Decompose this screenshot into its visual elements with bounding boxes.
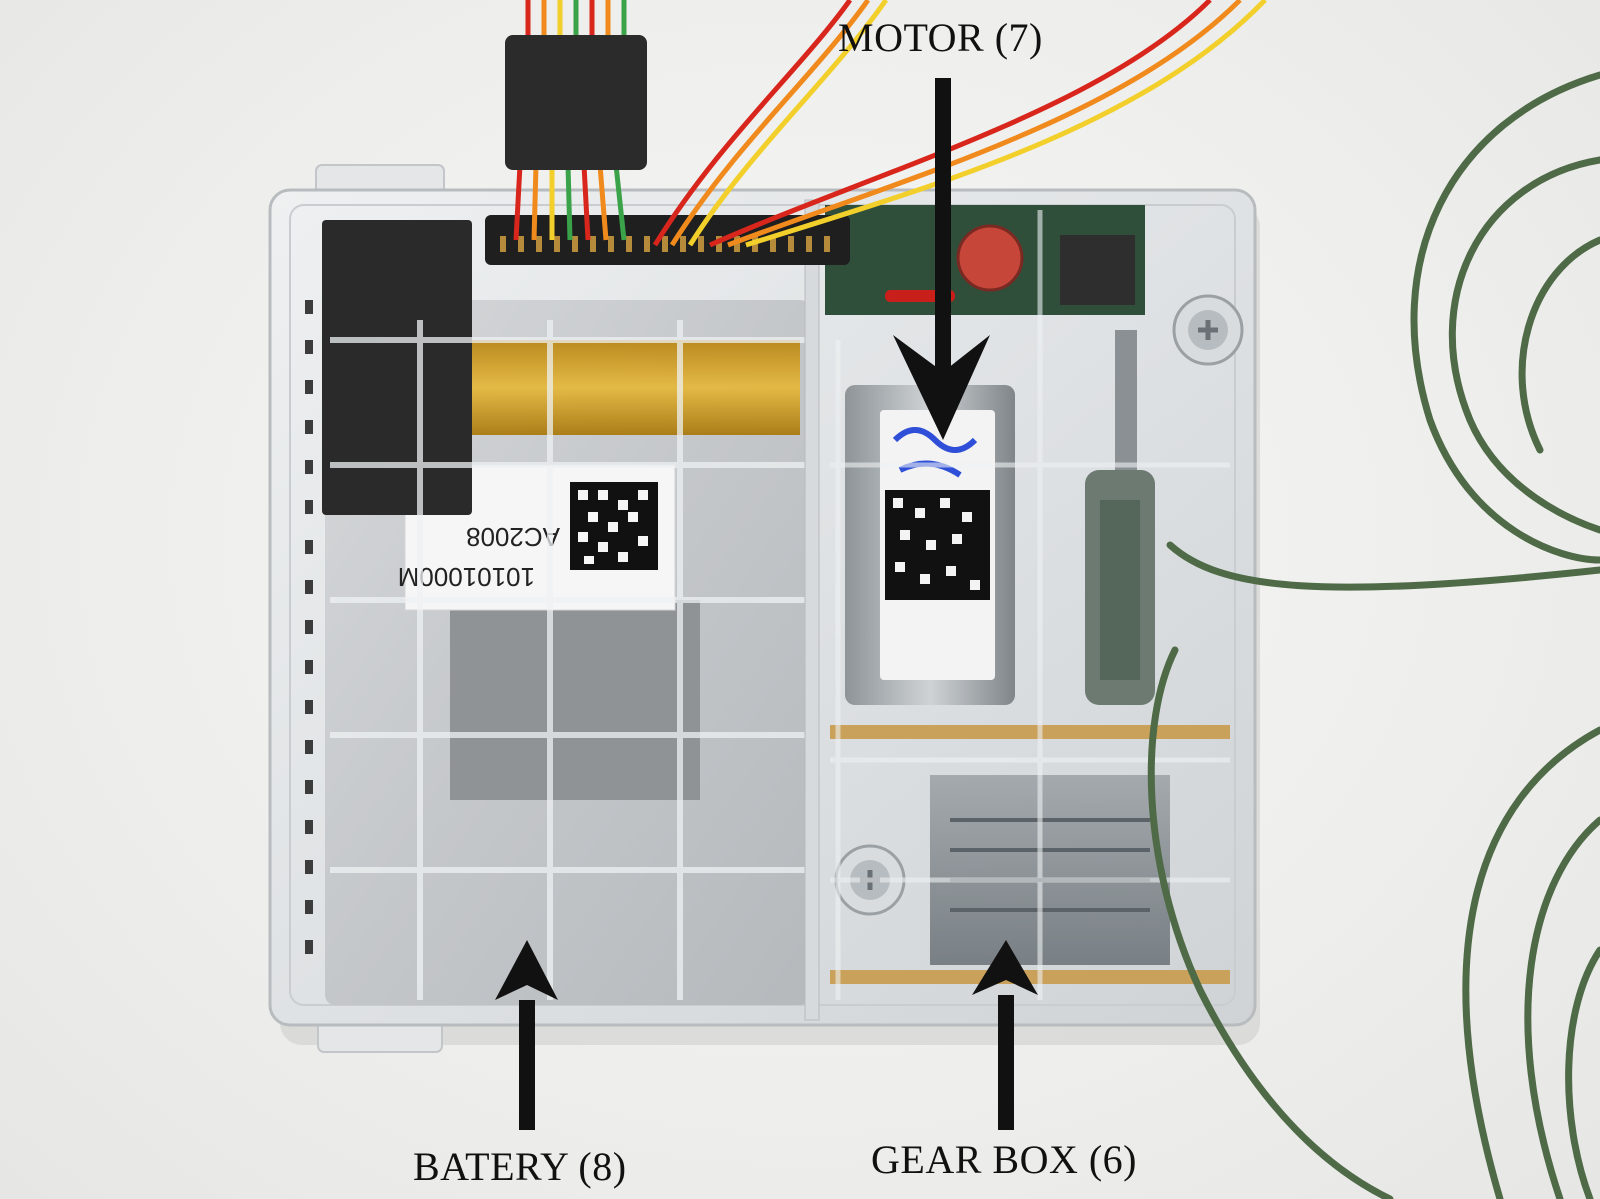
sticker-line2: AC2008: [466, 522, 560, 552]
wire-bundle-right: [652, 0, 1267, 248]
pcb-chip: [1060, 235, 1135, 305]
battery-arrow: [495, 940, 558, 1130]
gearbox-plate-bottom: [830, 970, 1230, 984]
motor-arrow: [893, 78, 990, 440]
heat-shrink-sleeve: [505, 35, 647, 170]
screw-top-right: [1172, 294, 1244, 366]
foam-pad: [322, 220, 472, 515]
pcb-potentiometer: [956, 224, 1024, 292]
gearbox-callout-label: GEAR BOX (6): [871, 1137, 1137, 1182]
gearbox-body: [930, 775, 1170, 965]
battery-callout-label: BATERY (8): [413, 1144, 627, 1189]
battery-grey-pad: [450, 600, 700, 800]
gearbox-arrow: [972, 940, 1038, 1130]
battery-kapton-tape: [470, 340, 800, 435]
case-divider: [804, 199, 820, 1021]
gearbox-plate-top: [830, 725, 1230, 739]
case-grid-ribs: [330, 320, 805, 1000]
motor-callout-label: MOTOR (7): [838, 15, 1043, 60]
green-cord: [1147, 71, 1600, 1199]
wire-bundle-left: [513, 0, 627, 241]
case-side-ribs: [305, 300, 313, 954]
spool-core: [1100, 500, 1140, 680]
